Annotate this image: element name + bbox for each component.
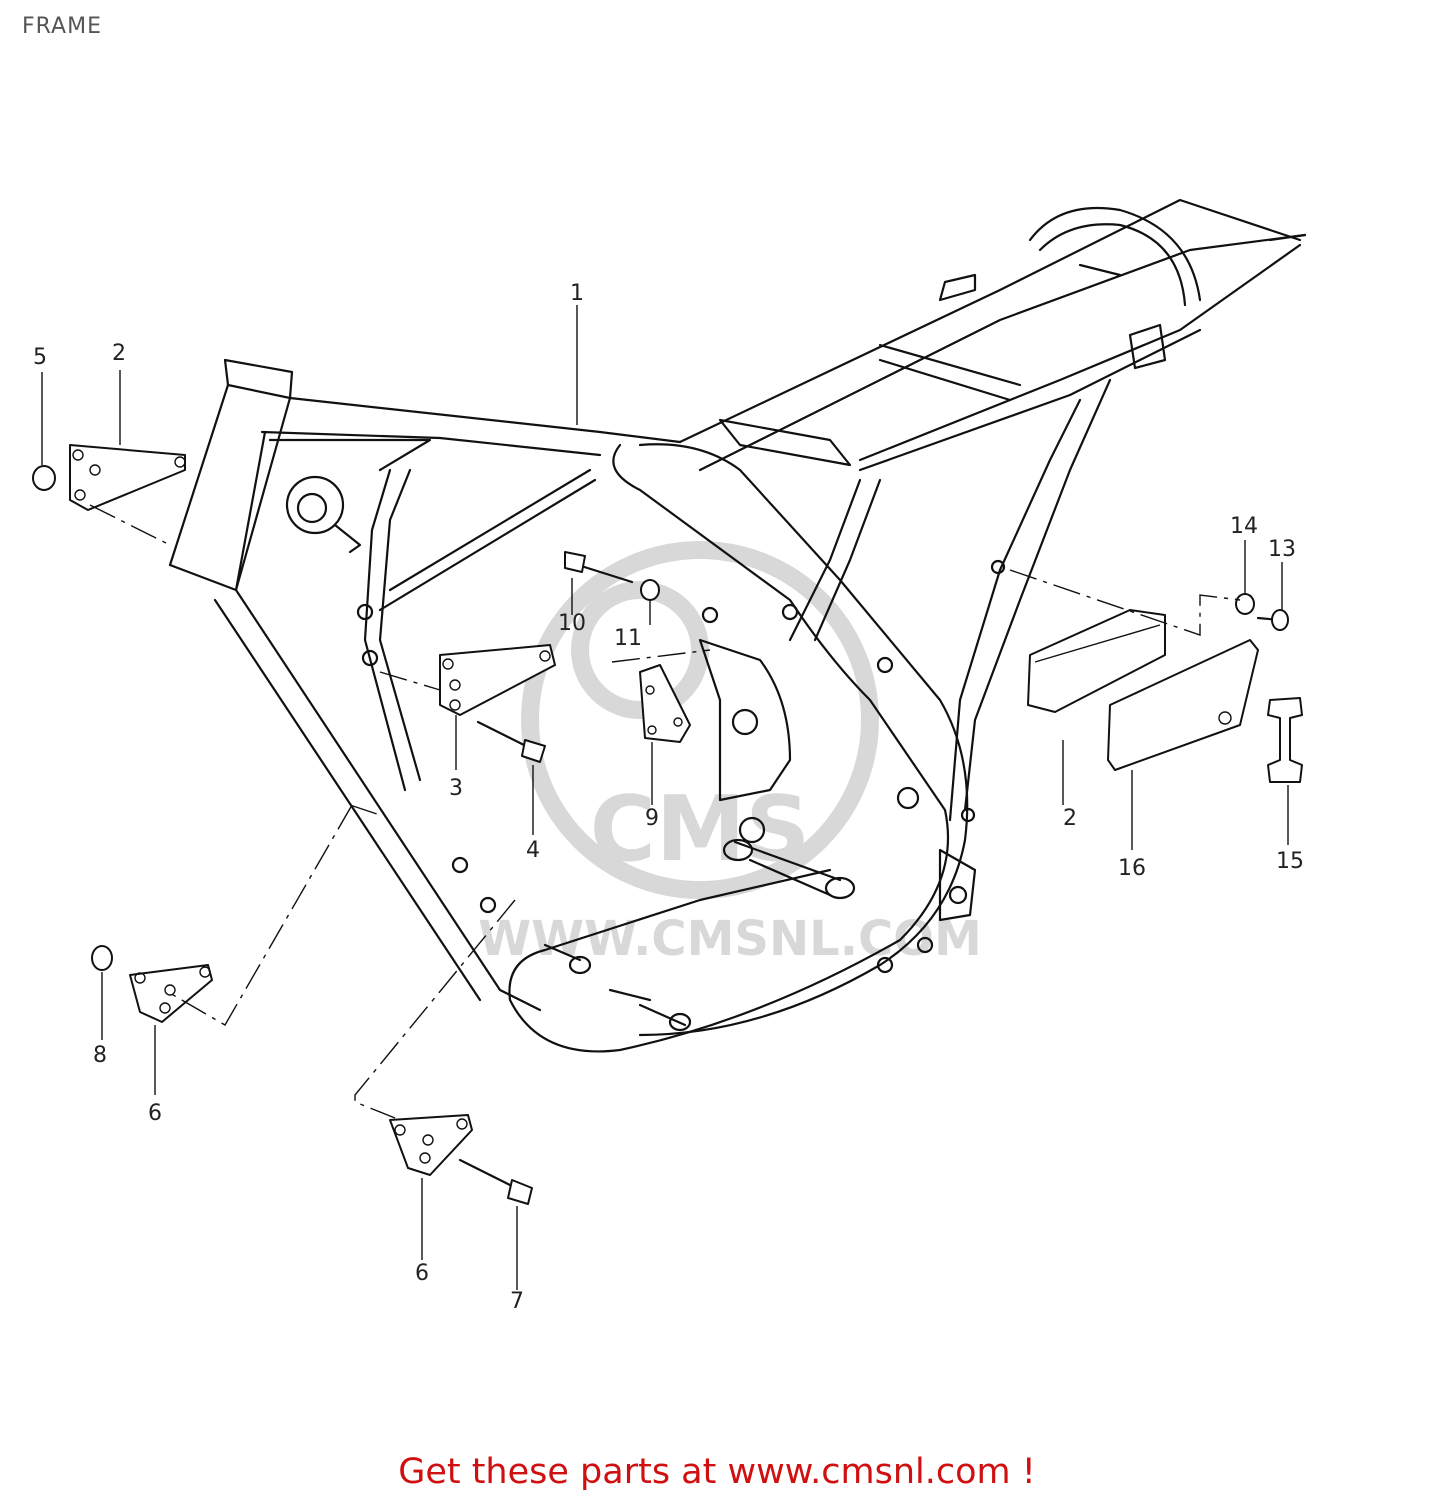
callout-6-left: 6 [148,1101,162,1126]
part-sidecover-16 [1107,639,1259,771]
callout-10: 10 [558,611,586,636]
callout-13: 13 [1268,537,1296,562]
frame-main [168,198,1307,1053]
footer-link-text[interactable]: Get these parts at www.cmsnl.com ! [398,1452,1036,1492]
part-bolt-7 [458,1158,533,1205]
page-title: FRAME [22,14,102,39]
callout-15: 15 [1276,849,1304,874]
callout-4: 4 [526,838,540,863]
callout-14: 14 [1230,514,1258,539]
part-plate-6-left [129,964,213,1023]
callout-8: 8 [93,1043,107,1068]
callout-6-bottom: 6 [415,1261,429,1286]
callout-5: 5 [33,345,47,370]
leader-lines [41,305,1289,1290]
part-plate-3 [439,644,556,716]
callout-2-top: 2 [112,341,126,366]
part-cover-2-right [1027,609,1166,713]
callouts: 1 2 2 3 4 5 6 6 7 8 9 10 11 13 14 15 16 [33,281,1304,1314]
part-bolt-10 [564,551,634,584]
part-nut-5 [32,465,56,491]
callout-3: 3 [449,776,463,801]
callout-9: 9 [645,806,659,831]
part-plate-9 [639,664,691,743]
part-nut-11 [640,579,660,601]
watermark: CMS WWW.CMSNL.COM [478,541,982,967]
callout-7: 7 [510,1289,524,1314]
callout-16: 16 [1118,856,1146,881]
callout-1: 1 [570,281,584,306]
watermark-text: WWW.CMSNL.COM [478,911,982,967]
part-screw-13 [1256,609,1289,631]
watermark-logo: CMS [590,777,810,882]
callout-11: 11 [614,626,642,651]
callout-2-right: 2 [1063,806,1077,831]
part-bolt-4 [476,720,546,763]
part-plate-6-bottom [389,1114,473,1176]
part-plate-2-left [69,444,186,511]
part-nut-8 [91,945,113,971]
part-grommet-15 [1267,697,1303,783]
part-washer-14 [1235,593,1255,615]
